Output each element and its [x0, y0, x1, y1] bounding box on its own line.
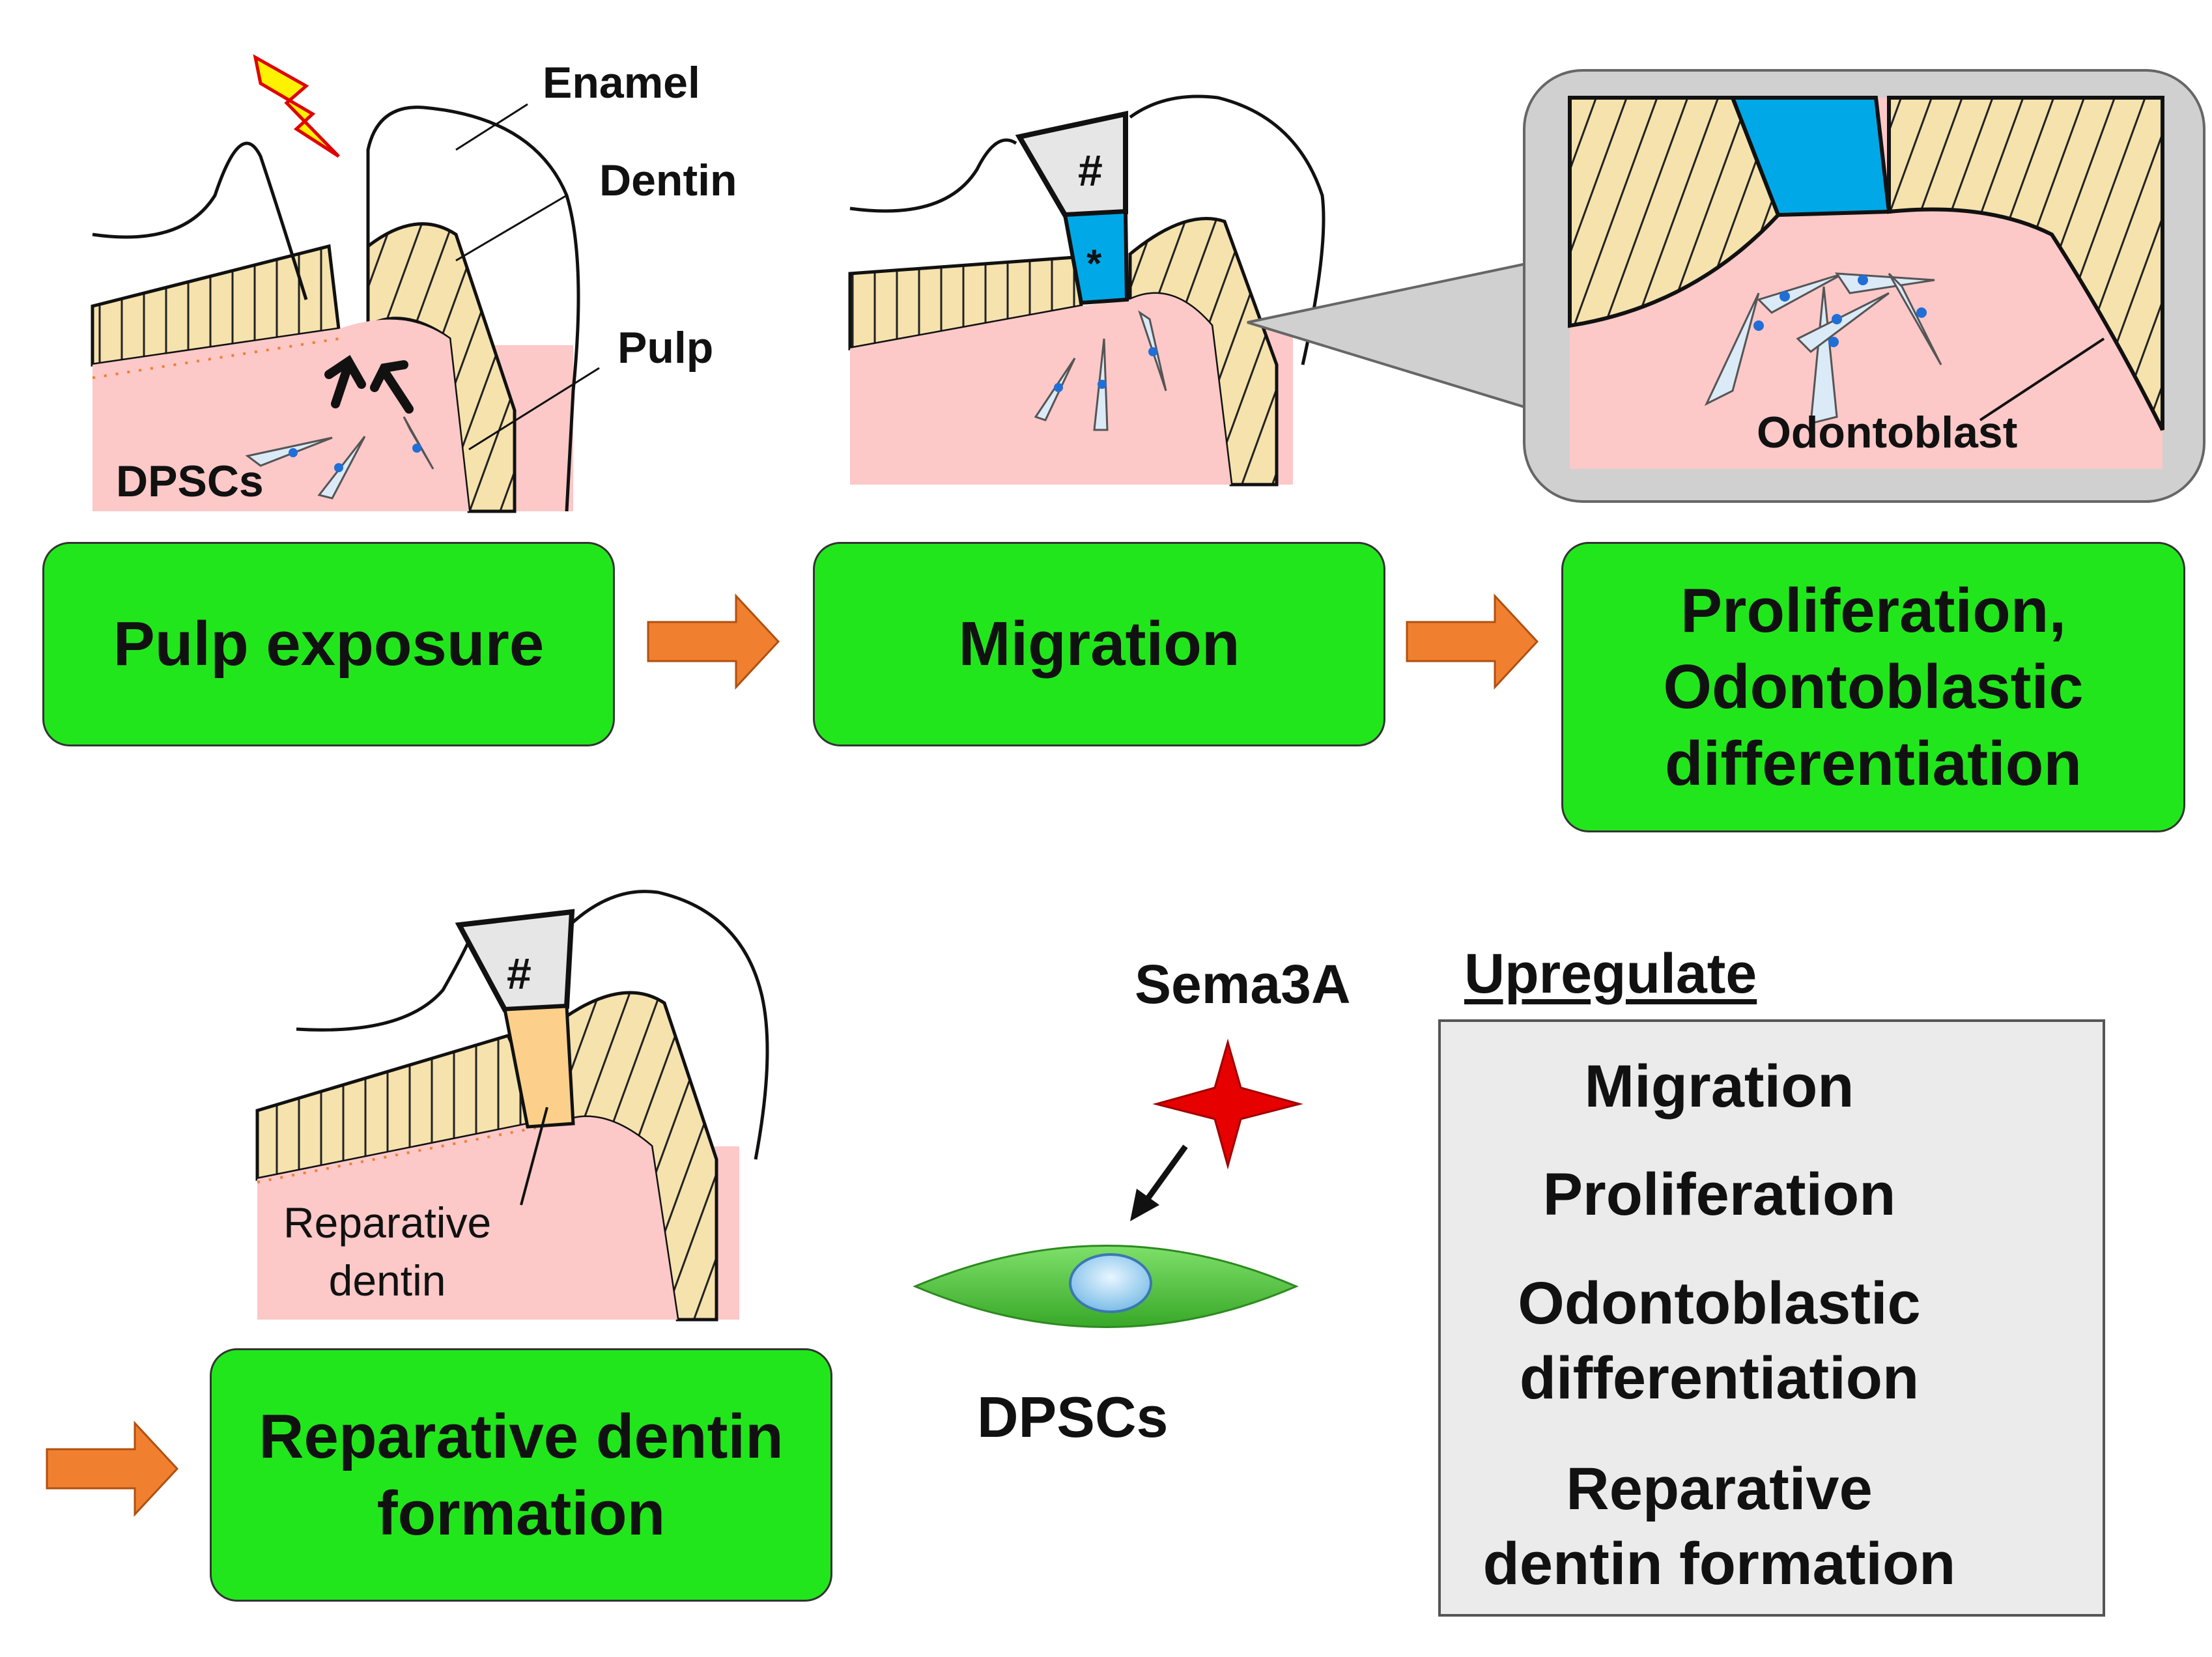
filling-hash-label-2: # [507, 949, 532, 998]
label-reparative-dentin: Reparative dentin [283, 1194, 491, 1310]
tooth-panel-migration: # * [848, 94, 1326, 487]
sema3a-star-icon [1152, 1038, 1303, 1170]
upregulate-item-migration-line-1: Migration [1584, 1053, 1854, 1120]
stage-proliferation-line-3: differentiation [1665, 728, 2082, 799]
upregulate-item-reparative-line-1: Reparative [1566, 1456, 1873, 1522]
label-dpscs-small: DPSCs [116, 457, 264, 506]
upregulate-item-odontoblastic-line-1: Odontoblastic [1518, 1270, 1921, 1337]
label-reparative-line-2: dentin [328, 1256, 446, 1305]
orange-arrow-1 [647, 593, 780, 690]
binding-arrow [1130, 1144, 1188, 1221]
stage-migration: Migration [813, 542, 1385, 746]
upregulate-box: Migration Proliferation Odontoblastic di… [1438, 1019, 2105, 1617]
dpsc-cell-icon [913, 1245, 1299, 1328]
upregulate-title: Upregulate [1464, 942, 1757, 1005]
stage-pulp-exposure-line-1: Pulp exposure [113, 609, 545, 679]
stage-pulp-exposure: Pulp exposure [42, 542, 615, 746]
label-reparative-line-1: Reparative [283, 1198, 492, 1247]
stage-reparative: Reparative dentin formation [210, 1348, 832, 1602]
stage-reparative-line-1: Reparative dentin [259, 1402, 784, 1472]
upregulate-item-proliferation: Proliferation [1441, 1157, 1998, 1232]
upregulate-item-odontoblastic-line-2: differentiation [1519, 1345, 1920, 1411]
stage-proliferation-line-2: Odontoblastic [1663, 652, 2084, 722]
label-enamel: Enamel [543, 58, 700, 107]
upregulate-item-odontoblastic: Odontoblastic differentiation [1441, 1266, 1998, 1416]
orange-arrow-3 [46, 1421, 179, 1517]
upregulate-item-reparative: Reparative dentin formation [1441, 1452, 1998, 1602]
label-dpscs: DPSCs [977, 1385, 1169, 1449]
stage-reparative-line-2: formation [376, 1478, 666, 1548]
upregulate-item-proliferation-line-1: Proliferation [1542, 1161, 1896, 1228]
stage-migration-line-1: Migration [958, 609, 1240, 679]
tooth-panel-exposure [91, 54, 600, 513]
tooth-panel-reparative: # [255, 890, 769, 1322]
zoom-callout [1247, 69, 2205, 503]
upregulate-item-reparative-line-2: dentin formation [1482, 1531, 1956, 1597]
progression-arrows [46, 593, 1539, 1517]
label-sema3a: Sema3A [1135, 954, 1351, 1015]
orange-arrow-2 [1406, 593, 1539, 690]
stage-proliferation: Proliferation, Odontoblastic differentia… [1561, 542, 2185, 832]
filling-hash-label-1: # [1078, 146, 1103, 195]
label-dentin: Dentin [599, 156, 737, 205]
filling-star-label: * [1086, 242, 1102, 285]
stage-proliferation-line-1: Proliferation, [1680, 576, 2067, 646]
upregulate-item-migration: Migration [1441, 1049, 1998, 1124]
label-odontoblast: Odontoblast [1757, 408, 2018, 457]
label-pulp: Pulp [617, 323, 714, 373]
